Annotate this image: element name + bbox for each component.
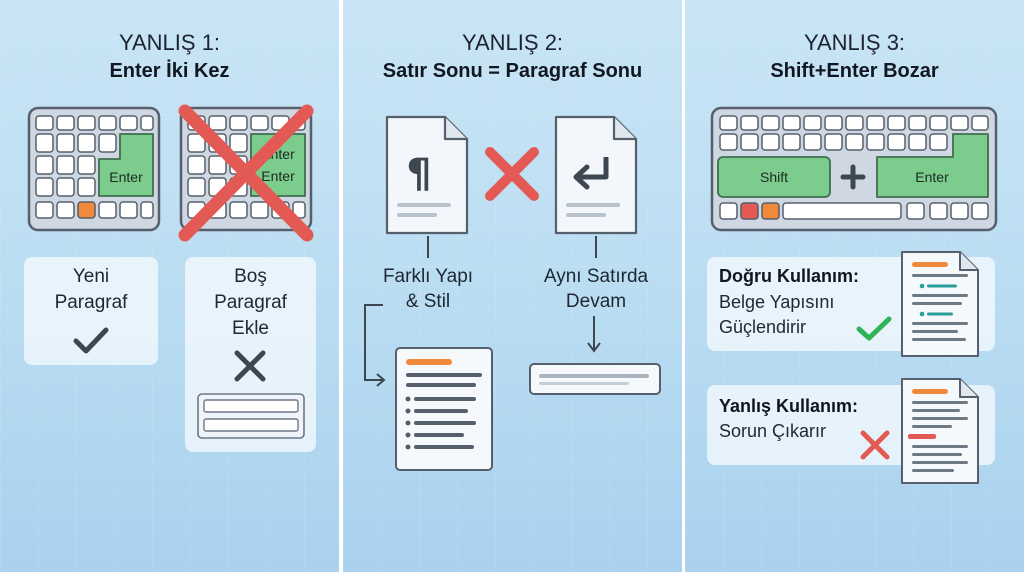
new-paragraph-label-line1: Yeni [72, 266, 110, 287]
pilcrow-document-icon: ¶ [385, 115, 469, 235]
correct-usage-heading: Doğru Kullanım: [719, 266, 859, 286]
correct-usage-line1: Belge Yapısını [719, 292, 835, 312]
same-line-label-line1: Aynı Satırda [543, 266, 649, 287]
empty-paragraph-label-line2: Paragraf [214, 292, 287, 313]
enter-key-label: Enter [109, 169, 143, 185]
same-line-label-line2: Devam [565, 291, 627, 312]
panel-2-subtitle: Satır Sonu = Paragraf Sonu [382, 60, 643, 82]
structured-document-icon [395, 347, 493, 471]
different-structure-label-line2: & Stil [405, 291, 451, 312]
plus-icon [840, 164, 866, 190]
wrong-usage-heading: Yanlış Kullanım: [719, 396, 859, 416]
x-mark-icon [234, 350, 266, 382]
panel-mistake-3: YANLIŞ 3: Shift+Enter Bozar Shift Enter … [685, 0, 1024, 572]
single-line-bar-icon [529, 363, 661, 395]
panel-1-title: YANLIŞ 1: [118, 30, 221, 55]
checkmark-icon [73, 327, 109, 354]
shift-key-label: Shift [760, 169, 788, 185]
panel-mistake-1: YANLIŞ 1: Enter İki Kez Enter Enter Ente… [0, 0, 339, 572]
new-paragraph-label-line2: Paragraf [54, 292, 128, 313]
pilcrow-symbol: ¶ [406, 151, 431, 197]
shift-enter-keyboard-icon: Shift Enter [710, 106, 998, 232]
empty-paragraphs-icon [197, 393, 305, 439]
crossed-enter-key-bottom: Enter [261, 168, 295, 184]
green-check-icon [856, 316, 892, 341]
enter-key-label: Enter [915, 169, 949, 185]
empty-paragraph-label-line1: Boş [234, 266, 267, 287]
line-break-document-icon [554, 115, 638, 235]
panel-2-title: YANLIŞ 2: [461, 30, 564, 55]
red-cross-icon [178, 104, 314, 242]
red-cross-icon [485, 147, 539, 201]
panel-mistake-2: YANLIŞ 2: Satır Sonu = Paragraf Sonu ¶ F… [343, 0, 682, 572]
keyboard-icon: Enter [27, 106, 161, 232]
correct-usage-line2: Güçlendirir [719, 317, 807, 337]
broken-document-icon [901, 378, 979, 484]
connector-lines [364, 236, 601, 387]
panel-3-subtitle: Shift+Enter Bozar [770, 60, 939, 82]
structured-document-icon [901, 251, 979, 357]
red-x-icon [860, 430, 890, 460]
different-structure-label-line1: Farklı Yapı [382, 266, 474, 287]
wrong-usage-line1: Sorun Çıkarır [719, 421, 827, 441]
panel-1-subtitle: Enter İki Kez [109, 60, 230, 82]
panel-3-title: YANLIŞ 3: [803, 30, 906, 55]
crossed-keyboard-icon: Enter Enter [178, 104, 314, 242]
empty-paragraph-label-line3: Ekle [232, 318, 269, 339]
